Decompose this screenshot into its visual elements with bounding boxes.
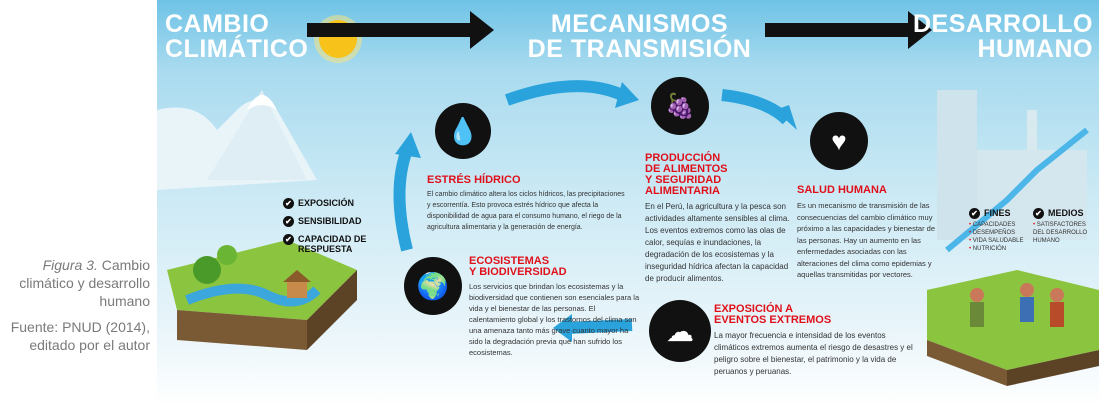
block-exposicion-eventos: EXPOSICIÓN A EVENTOS EXTREMOS La mayor f… [714,304,919,378]
header-cambio-climatico: CAMBIO CLIMÁTICO [165,12,308,62]
item-label: NUTRICIÓN [972,246,1007,252]
check-icon: ✔ [283,234,294,245]
block-title: EVENTOS EXTREMOS [714,314,832,326]
header-line: MECANISMOS [550,10,729,38]
header-line: HUMANO [977,35,1093,63]
item-label: DESEMPEÑOS [972,230,1016,236]
figure-source: Fuente: PNUD (2014), editado por el auto… [10,319,150,353]
globe-plant-icon: 🌍 [404,257,462,315]
arrow-right-icon [307,11,494,49]
figure-number: Figura 3. [42,257,98,273]
arrow-curve-icon [721,89,792,125]
fines-item: • CAPACIDADES [969,222,1016,228]
figure-title: Cambio climático y desarrollo humano [19,257,150,309]
fines-list: ✔ FINES • CAPACIDADES • DESEMPEÑOS • VIDA… [969,208,1029,253]
block-ecosistemas: ECOSISTEMAS Y BIODIVERSIDAD Los servicio… [469,256,644,358]
header-line: CAMBIO [165,10,270,38]
block-estres-hidrico: ESTRÉS HÍDRICO El cambio climático alter… [427,175,627,233]
fines-label: FINES [984,208,1011,218]
figure-caption: Figura 3. Cambio climático y desarrollo … [0,256,150,354]
climate-factors-list: ✔ EXPOSICIÓN ✔ SENSIBILIDAD ✔ CAPACIDAD DE … [283,198,393,261]
factor-label: CAPACIDAD DE RESPUESTA [298,234,367,254]
block-title: ECOSISTEMAS [469,255,550,267]
block-title: PRODUCCIÓN [645,152,721,164]
check-icon: ✔ [283,216,294,227]
factor-item: ✔ CAPACIDAD DE RESPUESTA [283,234,393,254]
arrow-curve-icon [393,147,413,252]
item-label: CAPACIDADES [972,222,1016,228]
cycle-arrows [393,80,797,342]
check-icon: ✔ [969,208,980,219]
block-title: EXPOSICIÓN A [714,303,794,315]
header-line: DESARROLLO [913,10,1093,38]
factor-label: SENSIBILIDAD [298,216,362,226]
block-title: SALUD HUMANA [797,184,887,196]
check-icon: ✔ [283,198,294,209]
block-title: Y BIODIVERSIDAD [469,266,567,278]
heart-icon: ♥ [810,112,868,170]
factor-label: EXPOSICIÓN [298,198,355,208]
header-line: DE TRANSMISIÓN [527,35,752,63]
fines-item: • DESEMPEÑOS [969,230,1016,236]
medios-item: • SATISFACTORES DEL DESARROLLO HUMANO [1033,222,1088,244]
arrow-curve-icon [504,80,625,106]
arrow-left-icon [566,319,633,334]
header-mecanismos: MECANISMOS DE TRANSMISIÓN [517,12,762,62]
human-development-illustration [927,90,1099,386]
header-line: CLIMÁTICO [165,35,309,63]
block-text: Es un mecanismo de transmisión de las co… [797,201,935,279]
factor-item: ✔ SENSIBILIDAD [283,216,393,227]
climate-landscape-illustration [157,90,357,350]
block-title: ALIMENTARIA [645,185,720,197]
header-desarrollo-humano: DESARROLLO HUMANO [913,12,1093,62]
fruit-icon: 🍇 [651,77,709,135]
block-salud-humana: SALUD HUMANA Es un mecanismo de transmis… [797,185,942,281]
item-label: VIDA SALUDABLE [972,238,1024,244]
fines-header: ✔ FINES [969,208,1029,219]
fines-item: • NUTRICIÓN [969,246,1007,252]
infographic: CAMBIO CLIMÁTICO MECANISMOS DE TRANSMISI… [157,0,1099,406]
rain-cloud-icon: ☁ [649,300,711,362]
factor-item: ✔ EXPOSICIÓN [283,198,393,209]
water-drop-icon: 💧 [435,103,491,159]
check-icon: ✔ [1033,208,1044,219]
arrow-right-icon [765,11,932,49]
block-produccion-alimentos: PRODUCCIÓN DE ALIMENTOS Y SEGURIDAD ALIM… [645,153,793,285]
block-text: En el Perú, la agricultura y la pesca so… [645,202,790,283]
fines-item: • VIDA SALUDABLE [969,238,1024,244]
block-text: La mayor frecuencia e intensidad de los … [714,331,913,376]
block-title: Y SEGURIDAD [645,174,722,186]
block-title: DE ALIMENTOS [645,163,728,175]
medios-list: ✔ MEDIOS • SATISFACTORES DEL DESARROLLO H… [1033,208,1097,245]
block-title: ESTRÉS HÍDRICO [427,174,521,186]
medios-header: ✔ MEDIOS [1033,208,1097,219]
block-text: El cambio climático altera los ciclos hí… [427,191,625,231]
block-text: Los servicios que brindan los ecosistema… [469,282,640,357]
item-label: SATISFACTORES DEL DESARROLLO HUMANO [1033,222,1088,244]
medios-label: MEDIOS [1048,208,1084,218]
